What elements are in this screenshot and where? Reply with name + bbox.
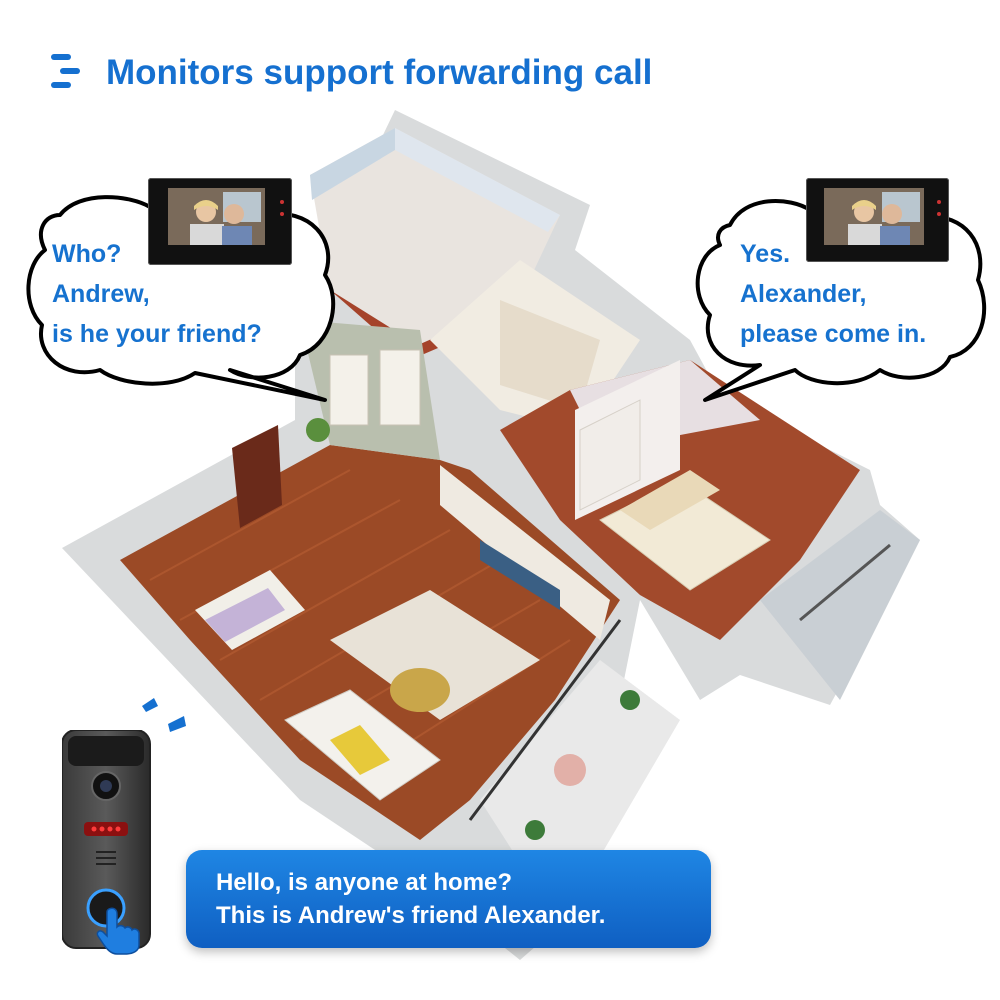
- right-bubble-line-1: Yes.: [740, 240, 791, 268]
- video-monitor-icon: [148, 178, 292, 265]
- left-bubble-text: Who? Andrew, is he your friend?: [52, 234, 262, 354]
- right-bubble-line-3: please come in.: [740, 320, 927, 348]
- left-bubble-line-3: is he your friend?: [52, 320, 262, 348]
- video-doorbell-icon: [62, 730, 151, 949]
- call-message-line-1: Hello, is anyone at home?: [216, 869, 513, 896]
- signal-waves-icon: [142, 698, 186, 732]
- left-bubble-line-1: Who?: [52, 240, 122, 268]
- doorbell-call-message: Hello, is anyone at home? This is Andrew…: [186, 850, 711, 948]
- monitor-screen: [824, 188, 924, 245]
- page-title: Monitors support forwarding call: [106, 53, 653, 92]
- call-message-text: Hello, is anyone at home? This is Andrew…: [216, 866, 605, 932]
- monitor-screen: [168, 188, 265, 245]
- right-bubble-text: Yes. Alexander, please come in.: [740, 234, 926, 354]
- menu-lines-icon: [51, 54, 80, 88]
- right-bubble-line-2: Alexander,: [740, 280, 867, 308]
- press-button-hand-icon: [96, 907, 140, 955]
- video-monitor-icon: [806, 178, 949, 262]
- call-message-line-2: This is Andrew's friend Alexander.: [216, 902, 606, 929]
- left-bubble-line-2: Andrew,: [52, 280, 150, 308]
